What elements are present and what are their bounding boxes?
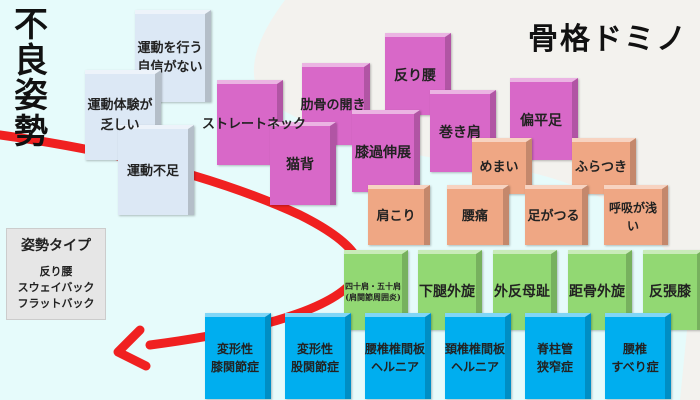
arrow-head-icon: [113, 325, 151, 371]
posture-types-panel: 姿勢タイプ 反り腰 スウェイバック フラットバック: [6, 228, 106, 320]
symptom-box: 腰痛: [447, 185, 509, 245]
posture-box: 猫背: [270, 122, 336, 205]
disease-box: 変形性 膝関節症: [205, 313, 271, 399]
cause-box: 運動体験が 乏しい: [87, 98, 153, 133]
disease-box: 腰椎椎間板 ヘルニア: [365, 313, 431, 399]
posture-types-heading: 姿勢タイプ: [21, 238, 91, 254]
posture-type-item: スウェイバック: [17, 281, 95, 294]
disease-box: 脊柱管 狭窄症: [525, 313, 591, 399]
disease-box: 腰椎 すべり症: [605, 313, 671, 399]
posture-type-item: 反り腰: [39, 265, 73, 278]
diagram-title: 骨格ドミノ: [528, 22, 688, 57]
posture-box: ストレートネック: [202, 116, 307, 132]
disease-box: 変形性 股関節症: [285, 313, 351, 399]
cause-box: 運動不足: [118, 125, 194, 215]
symptom-box: ふらつき: [572, 138, 636, 194]
symptom-box: めまい: [472, 138, 532, 194]
symptom-box: 肩こり: [368, 185, 430, 245]
symptom-box: 呼吸が浅い: [604, 185, 668, 245]
symptom-box: 足がつる: [525, 185, 588, 245]
posture-type-item: フラットバック: [17, 297, 95, 310]
disease-box: 頚椎椎間板 ヘルニア: [445, 313, 511, 399]
side-title: 不良姿勢: [14, 5, 48, 153]
condition-box: 反張膝: [643, 250, 700, 330]
posture-box: 膝過伸展: [352, 110, 420, 192]
